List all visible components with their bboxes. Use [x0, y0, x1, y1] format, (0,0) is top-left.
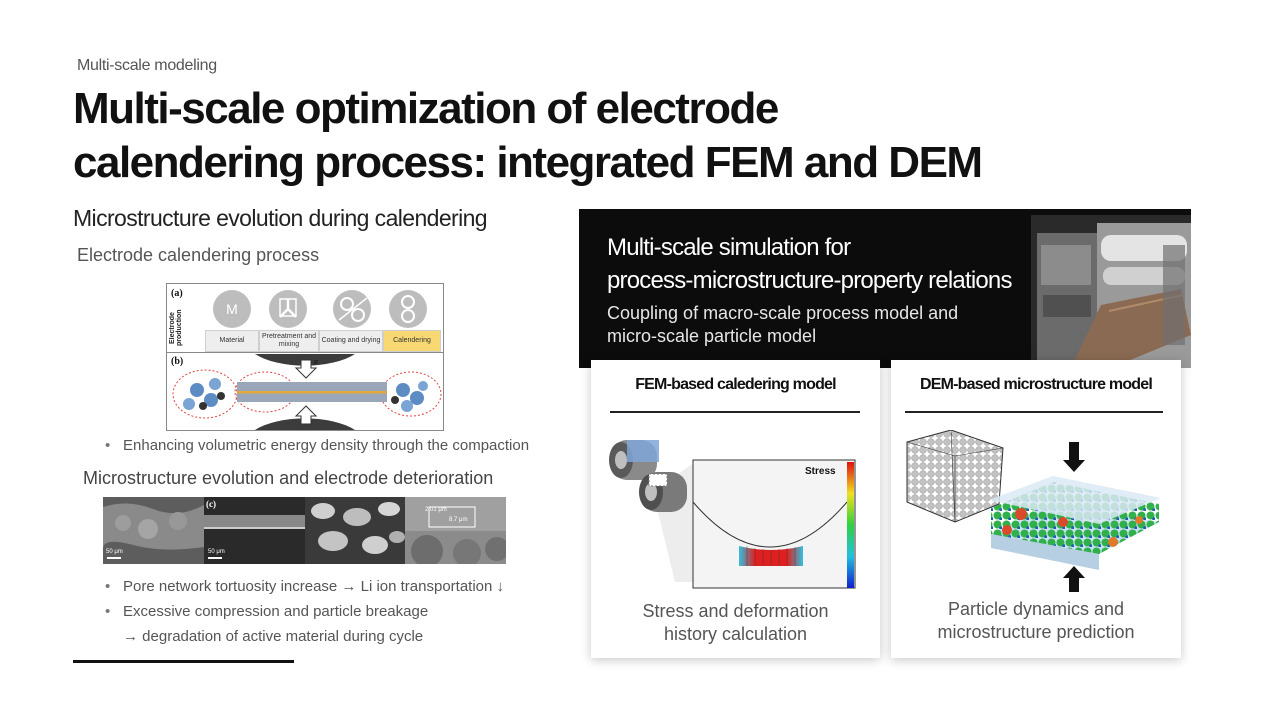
dem-card-heading: DEM-based microstructure model	[919, 376, 1153, 393]
fem-simulation-graphic	[609, 440, 856, 589]
banner-subtitle-line-1: Coupling of macro-scale process model an…	[607, 303, 959, 323]
dem-caption-line-2: microstructure prediction	[937, 622, 1135, 642]
sem-image-4: 2.01 μm 8.7 μm	[405, 497, 506, 564]
fem-caption-line-2: history calculation	[663, 624, 808, 644]
dem-simulation-graphic	[906, 430, 1161, 592]
fem-caption-line-1: Stress and deformation	[642, 601, 829, 621]
banner-title-line-2: process-microstructure-property relation…	[607, 267, 1012, 294]
force-label: F	[314, 360, 319, 367]
page-title-line-1: Multi-scale optimization of electrode	[73, 84, 779, 133]
electrode-production-label: Electrode production	[169, 309, 183, 347]
bullet-dot: •	[105, 603, 111, 620]
figure-panel-b: (b) F	[167, 354, 443, 430]
figure-label-c: (c)	[206, 499, 216, 509]
material-icon: M	[213, 290, 251, 328]
dem-caption-line-1: Particle dynamics and	[947, 599, 1125, 619]
bullet-degradation: → degradation of active material during …	[123, 628, 424, 645]
figure-label-b: (b)	[171, 356, 184, 367]
banner-title: Multi-scale simulation for process-micro…	[607, 231, 1067, 297]
step-material: Material	[205, 330, 259, 352]
calendering-icon	[389, 290, 427, 328]
eyebrow-label: Multi-scale modeling	[77, 57, 217, 74]
step-calendering: Calendering	[383, 330, 441, 352]
bottom-rule	[73, 660, 294, 663]
bullet-dot: •	[105, 578, 111, 595]
coating-icon	[333, 290, 371, 328]
dem-card-caption: Particle dynamics and microstructure pre…	[891, 598, 1181, 644]
banner-subtitle-line-2: micro-scale particle model	[607, 326, 817, 346]
banner-subtitle: Coupling of macro-scale process model an…	[607, 302, 1027, 348]
figure-panel-a: (a) Electrode production M Material Pret…	[167, 284, 443, 353]
dem-model-card: DEM-based microstructure model Particle …	[891, 360, 1181, 658]
calendering-rollers-graphic	[172, 354, 442, 430]
calendering-process-figure: (a) Electrode production M Material Pret…	[166, 283, 444, 431]
scale-bar-2: 50 μm	[208, 549, 225, 555]
figure-label-a: (a)	[171, 288, 183, 299]
banner-title-line-1: Multi-scale simulation for	[607, 234, 851, 261]
fem-model-card: FEM-based caledering model Stress	[591, 360, 880, 658]
measure-label-1: 2.01 μm	[425, 507, 447, 513]
stress-label: Stress	[805, 466, 836, 477]
step-mixing: Pretreatment and mixing	[259, 330, 319, 352]
sem-image-1: 50 μm	[103, 497, 204, 564]
page-title-line-2: calendering process: integrated FEM and …	[73, 138, 983, 187]
scale-bar-1: 50 μm	[106, 549, 123, 555]
calendering-machine-photo	[1031, 215, 1191, 368]
dem-card-divider	[905, 411, 1163, 413]
sem-image-3	[305, 497, 405, 564]
page-title: Multi-scale optimization of electrode ca…	[73, 82, 1093, 190]
step-coating: Coating and drying	[319, 330, 383, 352]
section-title: Microstructure evolution during calender…	[73, 205, 488, 231]
process-heading: Electrode calendering process	[77, 245, 320, 265]
bullet-breakage: •Excessive compression and particle brea…	[105, 603, 429, 620]
fem-card-divider	[610, 411, 860, 413]
bullet-dot: •	[105, 437, 111, 454]
bullet-tortuosity: •Pore network tortuosity increase → Li i…	[105, 578, 505, 595]
bullet-compaction: •Enhancing volumetric energy density thr…	[105, 437, 530, 454]
mixing-icon	[269, 290, 307, 328]
evolution-heading: Microstructure evolution and electrode d…	[83, 468, 494, 488]
measure-label-2: 8.7 μm	[449, 517, 468, 523]
fem-card-caption: Stress and deformation history calculati…	[591, 600, 880, 646]
sem-image-2: (c) 50 μm	[204, 497, 305, 564]
fem-card-heading: FEM-based caledering model	[635, 376, 836, 393]
simulation-banner: Multi-scale simulation for process-micro…	[579, 209, 1191, 368]
